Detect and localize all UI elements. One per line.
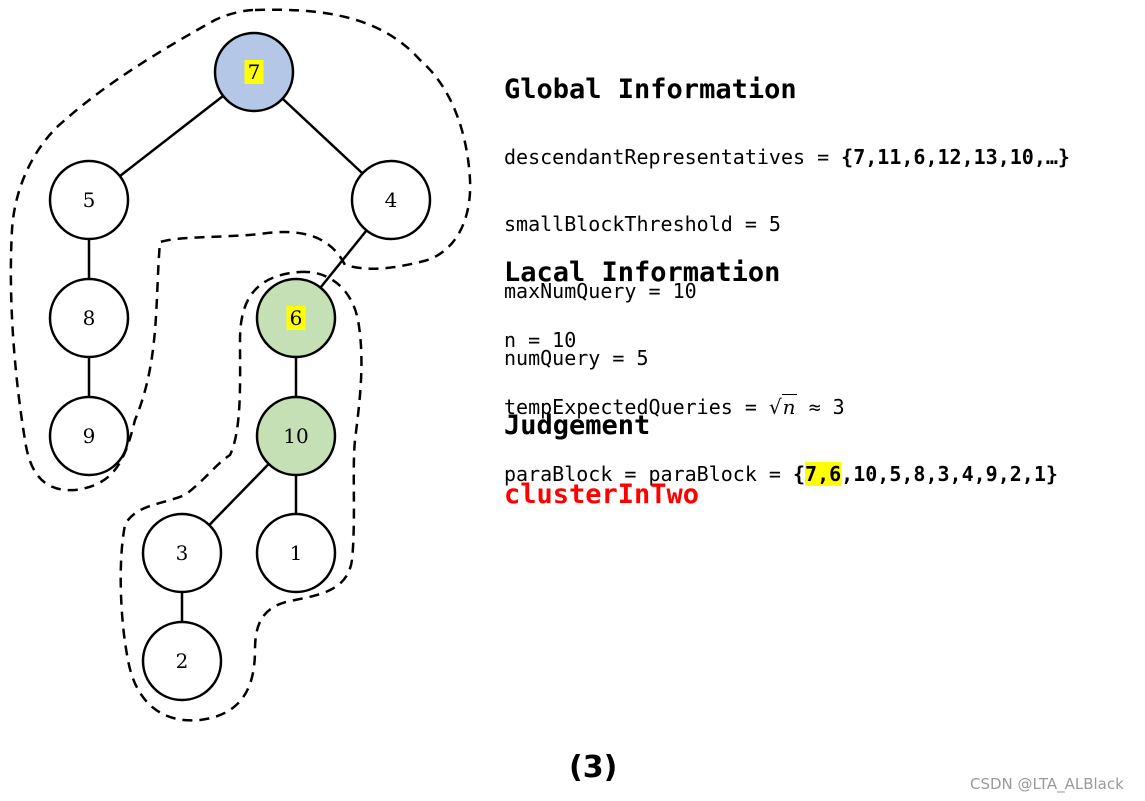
max-num-query-line: maxNumQuery = 10 <box>504 279 697 303</box>
node-label: 2 <box>176 649 189 673</box>
tree-node-8: 8 <box>48 277 130 359</box>
tree-node-1: 1 <box>255 512 337 594</box>
temp-expected-queries-approx: ≈ 3 <box>796 395 845 419</box>
node-label-highlight <box>286 306 306 330</box>
node-circle <box>255 395 337 477</box>
tree-node-7: 7 <box>213 31 295 113</box>
temp-expected-queries-line: tempExpectedQueries = √n ≈ 3 <box>504 394 1058 419</box>
tree-edge-7-5 <box>119 94 224 178</box>
para-block-highlighted-items: 7,6 <box>805 462 842 486</box>
sqrt-symbol: √ <box>768 395 782 419</box>
node-circle <box>141 512 223 594</box>
cluster-boundary-top <box>9 8 472 492</box>
tree-edge-10-3 <box>208 463 270 526</box>
tree-edge-7-4 <box>281 97 364 175</box>
local-info-block: Lacal Information n = 10 tempExpectedQue… <box>504 219 1058 524</box>
tree-diagram: 7 5 4 8 9 6 10 3 1 2 <box>9 8 472 722</box>
tree-node-3: 3 <box>141 512 223 594</box>
temp-expected-queries-key: tempExpectedQueries = <box>504 395 769 419</box>
local-info-title: Lacal Information <box>504 257 781 288</box>
para-block-line: paraBlock = paraBlock = {7,6,10,5,8,3,4,… <box>504 462 1058 486</box>
node-circle <box>141 620 223 702</box>
tree-node-9: 9 <box>48 395 130 477</box>
tree-node-6: 6 <box>255 277 337 359</box>
descendant-representatives-line: descendantRepresentatives = {7,11,6,12,1… <box>504 145 1070 169</box>
global-info-block: Global Information descendantRepresentat… <box>504 36 1070 408</box>
node-label: 10 <box>283 424 308 448</box>
para-block-remaining-items: ,10,5,8,3,4,9,2,1} <box>841 462 1058 486</box>
tree-node-2: 2 <box>141 620 223 702</box>
descendant-representatives-key: descendantRepresentatives = <box>504 145 842 169</box>
node-label: 9 <box>83 424 96 448</box>
figure-caption: (3) <box>569 750 618 785</box>
node-label: 3 <box>176 541 189 565</box>
tree-node-10: 10 <box>255 395 337 477</box>
tree-edge-4-6 <box>319 229 368 289</box>
descendant-representatives-value: {7,11,6,12,13,10,…} <box>841 145 1070 169</box>
node-circle <box>255 512 337 594</box>
watermark: CSDN @LTA_ALBlack <box>970 775 1124 793</box>
node-circle <box>48 159 130 241</box>
n-line: n = 10 <box>504 328 577 352</box>
tree-node-5: 5 <box>48 159 130 241</box>
judgement-block: Judgement clusterInTwo <box>504 372 699 548</box>
para-block-key: paraBlock = paraBlock = <box>504 462 793 486</box>
global-info-title: Global Information <box>504 74 797 105</box>
small-block-threshold-line: smallBlockThreshold = 5 <box>504 212 781 236</box>
node-label: 8 <box>83 306 96 330</box>
node-label: 5 <box>83 188 96 212</box>
judgement-result: clusterInTwo <box>504 479 700 510</box>
judgement-title: Judgement <box>504 410 651 441</box>
node-label: 4 <box>385 188 398 212</box>
num-query-line: numQuery = 5 <box>504 346 649 370</box>
node-circle <box>48 395 130 477</box>
tree-node-4: 4 <box>350 159 432 241</box>
sqrt-n: n <box>781 394 797 419</box>
cluster-boundary-bottom <box>119 270 363 722</box>
para-block-open-brace: { <box>792 462 806 486</box>
node-label: 6 <box>290 306 303 330</box>
node-label-highlight <box>244 60 264 84</box>
node-label: 1 <box>290 541 303 565</box>
node-circle <box>350 159 432 241</box>
node-label: 7 <box>248 60 261 84</box>
node-circle <box>48 277 130 359</box>
